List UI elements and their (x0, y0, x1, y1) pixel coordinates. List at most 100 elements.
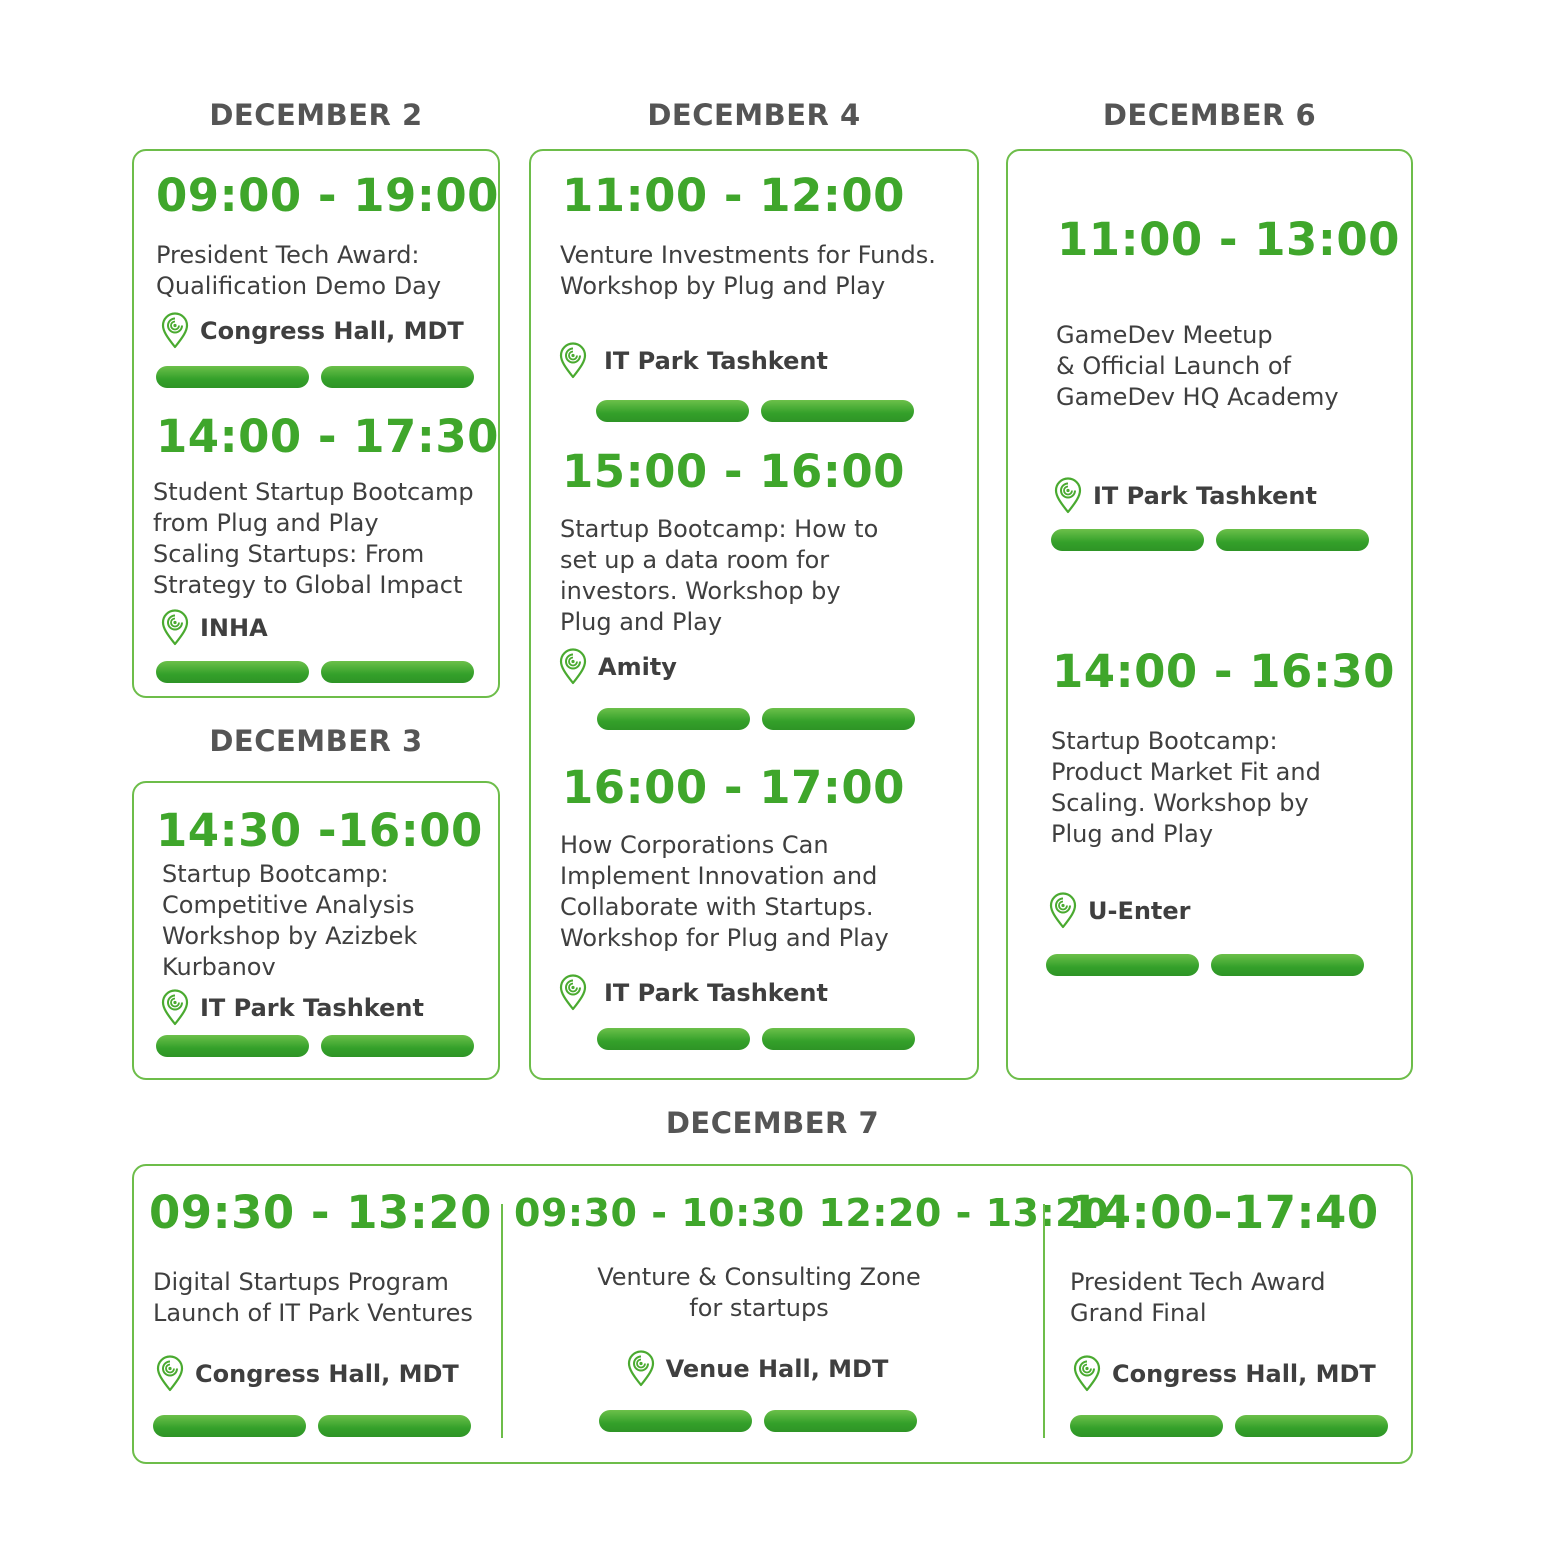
event-title: President Tech Award: Qualification Demo… (156, 241, 442, 300)
event-action-button-1[interactable] (597, 708, 750, 730)
location-pin-icon (626, 1350, 656, 1388)
event-action-button-2[interactable] (762, 708, 915, 730)
event-action-button-1[interactable] (156, 366, 309, 388)
event-action-button-1[interactable] (156, 1035, 309, 1057)
event-location-label: Venue Hall, MDT (665, 1355, 889, 1383)
event-actions (156, 1035, 483, 1057)
event-action-button-2[interactable] (1211, 954, 1364, 976)
event-actions (156, 366, 499, 388)
event-title: Startup Bootcamp: How to set up a data r… (560, 515, 879, 636)
event-title: Digital Startups Program Launch of IT Pa… (153, 1268, 473, 1327)
event-action-button-2[interactable] (1235, 1415, 1388, 1437)
event-time: 09:30 - 13:20 (149, 1186, 492, 1239)
event-item: 09:30 - 10:30 12:20 - 13:20 Venture & Co… (514, 1191, 1110, 1432)
day-heading-dec-3: DECEMBER 3 (209, 724, 423, 758)
event-title: Venture & Consulting Zone for startups (597, 1263, 921, 1322)
event-item: 11:00 - 12:00 Venture Investments for Fu… (562, 173, 936, 422)
event-location-label: Congress Hall, MDT (1112, 1360, 1376, 1388)
event-location: Venue Hall, MDT (480, 1350, 1034, 1388)
event-title: Startup Bootcamp: Competitive Analysis W… (162, 860, 418, 981)
event-location-label: IT Park Tashkent (604, 347, 828, 375)
event-item: 14:00 - 17:30 Student Startup Bootcamp f… (153, 410, 499, 683)
event-action-button-1[interactable] (1046, 954, 1199, 976)
event-item: 15:00 - 16:00 Startup Bootcamp: How to s… (562, 449, 915, 730)
event-action-button-1[interactable] (1051, 529, 1204, 551)
day-heading-dec-4: DECEMBER 4 (647, 98, 861, 132)
event-actions (597, 708, 915, 730)
event-title: Startup Bootcamp: Product Market Fit and… (1051, 727, 1321, 848)
event-time: 11:00 - 13:00 (1057, 213, 1400, 266)
event-actions (481, 1410, 1034, 1432)
event-actions (1046, 954, 1395, 976)
event-time: 09:30 - 10:30 12:20 - 13:20 (514, 1191, 1110, 1235)
day-card-dec-4: 11:00 - 12:00 Venture Investments for Fu… (529, 149, 979, 1080)
event-item: 09:00 - 19:00 President Tech Award: Qual… (156, 173, 499, 388)
event-location-label: Congress Hall, MDT (200, 317, 464, 345)
event-location-label: INHA (200, 614, 268, 642)
event-location: IT Park Tashkent (558, 342, 936, 380)
event-title: Student Startup Bootcamp from Plug and P… (153, 478, 474, 599)
day-heading-dec-7: DECEMBER 7 (665, 1106, 880, 1140)
event-action-button-1[interactable] (153, 1415, 306, 1437)
day-card-dec-3: 14:30 -16:00 Startup Bootcamp: Competiti… (132, 781, 500, 1080)
location-pin-icon (160, 312, 190, 350)
event-actions (156, 661, 499, 683)
event-actions (596, 400, 936, 422)
event-location: IT Park Tashkent (160, 989, 483, 1027)
event-action-button-2[interactable] (1216, 529, 1369, 551)
event-title: How Corporations Can Implement Innovatio… (560, 831, 889, 952)
event-item: 09:30 - 13:20 Digital Startups Program L… (149, 1186, 492, 1437)
event-time: 14:00 - 17:30 (156, 410, 499, 463)
event-location-label: Congress Hall, MDT (195, 1360, 459, 1388)
location-pin-icon (160, 989, 190, 1027)
location-pin-icon (558, 648, 588, 686)
location-pin-icon (558, 342, 588, 380)
event-action-button-1[interactable] (1070, 1415, 1223, 1437)
column-divider (501, 1204, 503, 1438)
event-location-label: Amity (598, 653, 677, 681)
event-actions (153, 1415, 489, 1437)
event-action-button-2[interactable] (321, 1035, 474, 1057)
event-actions (597, 1028, 915, 1050)
event-action-button-1[interactable] (156, 661, 309, 683)
event-time: 14:00-17:40 (1068, 1186, 1379, 1239)
day-heading-dec-6: DECEMBER 6 (1102, 98, 1317, 132)
event-item: 14:00-17:40 President Tech Award Grand F… (1068, 1190, 1408, 1437)
location-pin-icon (1048, 892, 1078, 930)
event-location: IT Park Tashkent (558, 974, 915, 1012)
event-location: INHA (160, 609, 499, 647)
location-pin-icon (160, 609, 190, 647)
event-item: 16:00 - 17:00 How Corporations Can Imple… (562, 765, 915, 1050)
event-action-button-2[interactable] (762, 1028, 915, 1050)
event-location: Congress Hall, MDT (160, 312, 499, 350)
event-location-label: IT Park Tashkent (1093, 482, 1317, 510)
event-actions (1070, 1415, 1408, 1437)
event-action-button-2[interactable] (761, 400, 914, 422)
event-location: IT Park Tashkent (1053, 477, 1400, 515)
event-location: U-Enter (1048, 892, 1395, 930)
column-divider (1043, 1204, 1045, 1438)
event-item: 14:00 - 16:30 Startup Bootcamp: Product … (1046, 649, 1395, 976)
day-heading-dec-2: DECEMBER 2 (209, 98, 423, 132)
day-card-dec-2: 09:00 - 19:00 President Tech Award: Qual… (132, 149, 500, 698)
event-location: Congress Hall, MDT (1072, 1355, 1408, 1393)
event-action-button-2[interactable] (318, 1415, 471, 1437)
event-item: 14:30 -16:00 Startup Bootcamp: Competiti… (156, 808, 483, 1057)
location-pin-icon (1053, 477, 1083, 515)
event-action-button-2[interactable] (321, 366, 474, 388)
event-title: GameDev Meetup & Official Launch of Game… (1056, 321, 1339, 411)
location-pin-icon (1072, 1355, 1102, 1393)
event-location-label: IT Park Tashkent (200, 994, 424, 1022)
event-time: 11:00 - 12:00 (562, 169, 905, 222)
day-card-dec-7: 09:30 - 13:20 Digital Startups Program L… (132, 1164, 1413, 1464)
event-action-button-1[interactable] (597, 1028, 750, 1050)
location-pin-icon (558, 974, 588, 1012)
event-location-label: IT Park Tashkent (604, 979, 828, 1007)
event-action-button-1[interactable] (596, 400, 749, 422)
event-action-button-1[interactable] (598, 1410, 752, 1432)
event-action-button-2[interactable] (321, 661, 474, 683)
day-card-dec-6: 11:00 - 13:00 GameDev Meetup & Official … (1006, 149, 1413, 1080)
event-item: 11:00 - 13:00 GameDev Meetup & Official … (1051, 213, 1400, 551)
event-location: Congress Hall, MDT (155, 1355, 489, 1393)
event-action-button-2[interactable] (763, 1410, 917, 1432)
